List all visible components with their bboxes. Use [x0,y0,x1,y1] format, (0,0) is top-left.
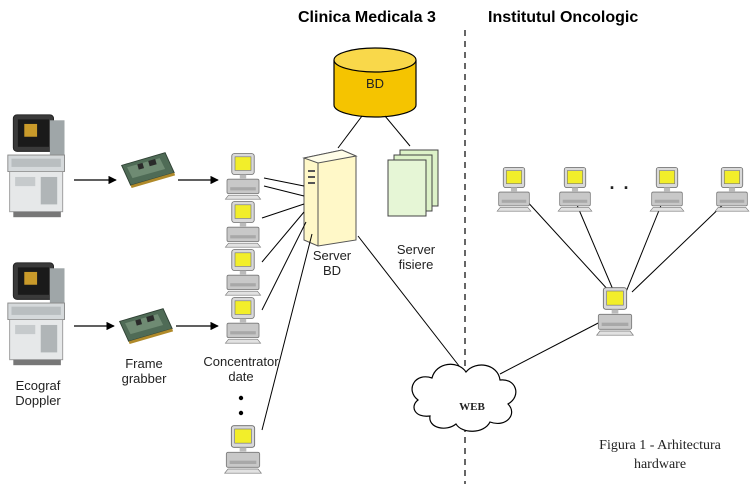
web-cloud-icon [411,363,517,432]
server-bd-label: Server BD [302,248,362,278]
db-label: BD [365,76,385,91]
figure-caption: Figura 1 - Arhitectura hardware [570,436,750,474]
institute-pc-icon [496,167,532,212]
web-label: WEB [459,401,485,413]
institute-header: Institutul Oncologic [488,9,639,26]
server-bd-label-line2: BD [322,263,342,278]
institute-ellipsis: . . [609,173,631,193]
database-cylinder [333,47,417,118]
db-to-files-link [384,115,411,147]
institute-network-links [523,197,731,293]
concentrator-pc-icon [224,425,262,474]
concentrator-pc-icon [224,201,262,248]
file-server-label-line1: Server [396,242,436,257]
db-to-server-link [337,115,363,149]
figure-caption-line1: Figura 1 - Arhitectura [599,438,721,453]
frame-grabber-label-line2: grabber [121,371,167,386]
concentrator-pc-icon [224,297,262,344]
institute-hub-pc-icon [596,287,634,336]
ultrasound-machine-icon [7,114,65,218]
file-server-label: Server fisiere [386,242,446,272]
ecograf-label-line2: Doppler [15,393,61,408]
ultrasound-machine-icon [7,262,65,366]
file-server-documents [387,149,439,217]
web-to-hub-link [499,319,605,375]
ellipsis-dot [238,410,244,416]
server-bd-tower [302,149,358,247]
concentrator-label-line2: date [228,369,254,384]
figure-caption-line2: hardware [633,457,687,472]
clinic-header: Clinica Medicala 3 [298,9,436,26]
institute-pc-icon [649,167,685,212]
frame-grabber-card-icon [121,152,176,188]
file-server-label-line2: fisiere [398,257,434,272]
institute-pc-icon [714,167,750,212]
ellipsis-dot [238,395,244,401]
frame-grabber-label: Frame grabber [112,356,176,386]
concentrator-label: Concentrator date [196,354,286,384]
concentrator-pc-icon [224,153,262,200]
frame-grabber-card-icon [119,308,174,344]
concentrator-links [261,177,313,431]
server-bd-label-line1: Server [312,248,352,263]
ecograf-label: Ecograf Doppler [6,378,70,408]
frame-grabber-label-line1: Frame [125,356,163,371]
concentrator-pc-icon [224,249,262,296]
ecograf-label-line1: Ecograf [15,378,61,393]
concentrator-label-line1: Concentrator [203,354,279,369]
institute-pc-icon [557,167,593,212]
server-to-web-link [357,235,471,381]
